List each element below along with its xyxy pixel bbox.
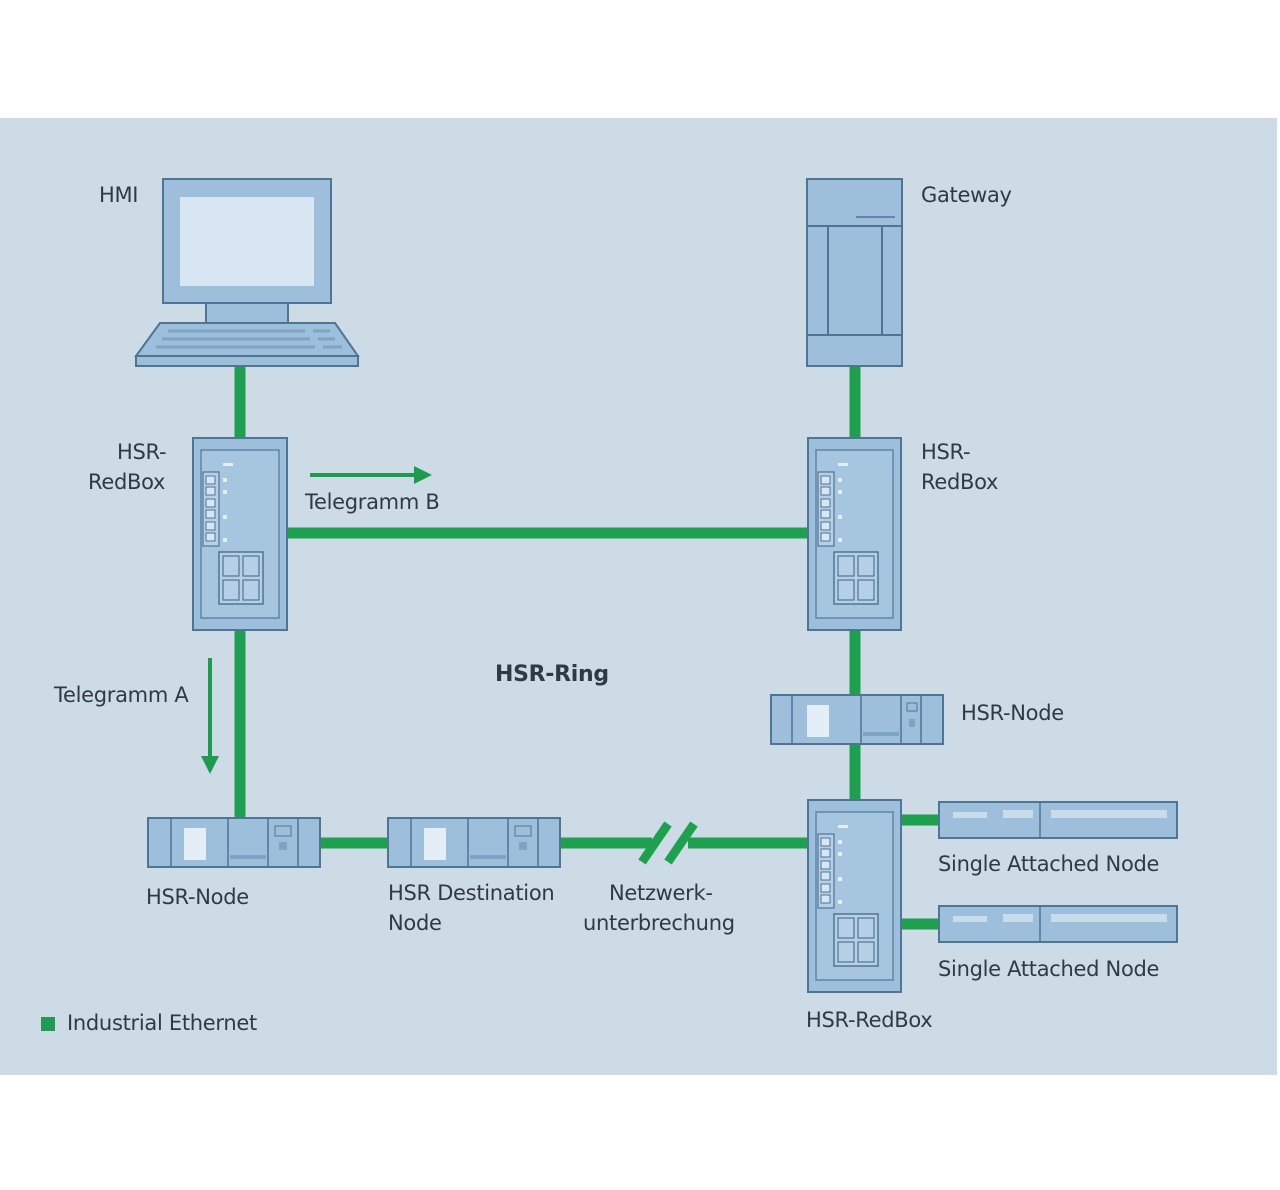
- plc-module-icon: [147, 817, 321, 868]
- telegram-b-label: Telegramm B: [305, 490, 440, 514]
- hsr-node-right-label: HSR-Node: [961, 701, 1064, 725]
- hsr-destination-label-line2: Node: [388, 911, 442, 935]
- arrow-right-icon: [310, 466, 432, 484]
- telegram-a-label: Telegramm A: [54, 683, 189, 707]
- ring-title: HSR-Ring: [495, 662, 609, 687]
- hmi-label: HMI: [99, 183, 139, 207]
- plc-module-icon: [770, 694, 944, 745]
- redbox-switch-icon: [807, 799, 902, 993]
- san-1-label: Single Attached Node: [938, 852, 1160, 876]
- line-break-icon: [638, 821, 698, 865]
- redbox-left-label-line2: RedBox: [88, 470, 166, 494]
- rail-device-icon: [938, 801, 1178, 839]
- legend-swatch-industrial-ethernet: [41, 1017, 55, 1031]
- gateway-label: Gateway: [921, 183, 1012, 207]
- legend-industrial-ethernet: Industrial Ethernet: [67, 1011, 257, 1035]
- redbox-switch-icon: [807, 437, 902, 631]
- arrow-down-icon: [201, 658, 219, 774]
- redbox-bottom-label: HSR-RedBox: [806, 1008, 933, 1032]
- redbox-right-label-line1: HSR-: [921, 440, 971, 464]
- redbox-left-label-line1: HSR-: [117, 440, 167, 464]
- san-2-label: Single Attached Node: [938, 957, 1160, 981]
- gateway-device-icon: [806, 178, 903, 367]
- plc-module-icon: [387, 817, 561, 868]
- hsr-destination-label-line1: HSR Destination: [388, 881, 555, 905]
- break-label-line2: unterbrechung: [583, 911, 735, 935]
- hsr-node-left-label: HSR-Node: [146, 885, 249, 909]
- redbox-right-label-line2: RedBox: [921, 470, 999, 494]
- break-label-line1: Netzwerk-: [609, 881, 713, 905]
- rail-device-icon: [938, 905, 1178, 943]
- computer-icon: [134, 178, 360, 367]
- redbox-switch-icon: [192, 437, 288, 631]
- ethernet-links: [234, 366, 940, 930]
